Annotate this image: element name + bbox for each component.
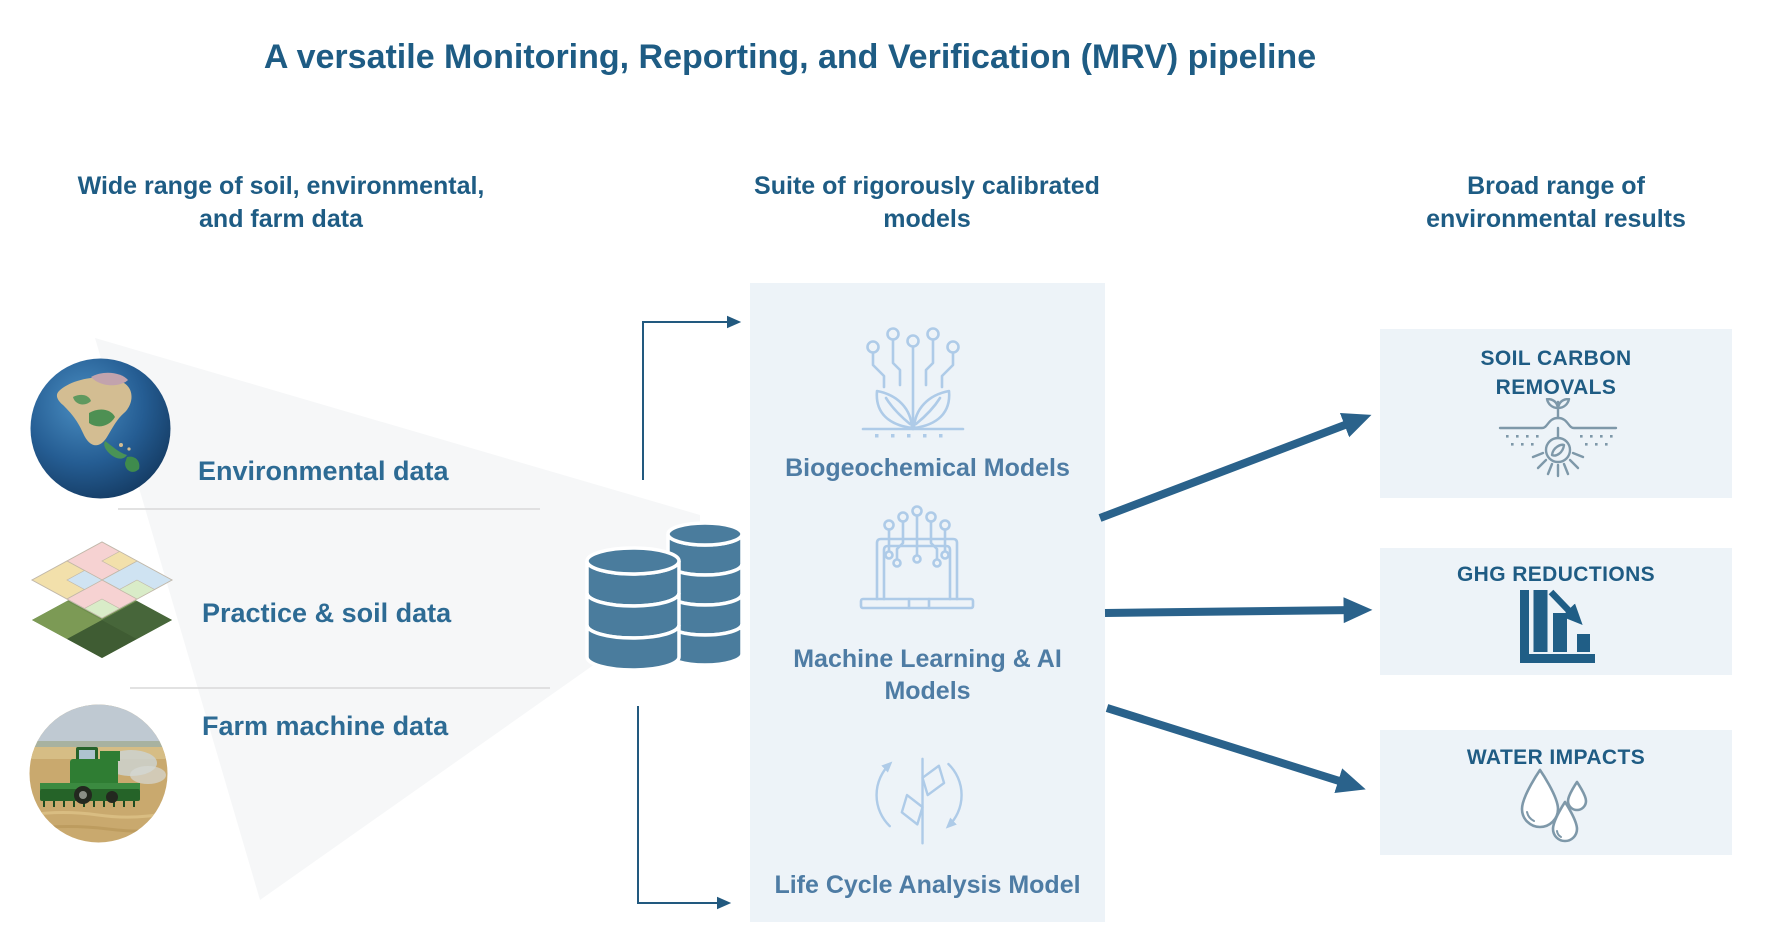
inputs-column-header: Wide range of soil, environmental, and f… <box>77 172 485 233</box>
water-droplets-icon <box>1520 768 1588 843</box>
cycle-leaf-icon <box>875 757 963 845</box>
model-item-label: Biogeochemical Models <box>785 454 1070 482</box>
result-item-label: SOIL CARBON REMOVALS <box>1480 347 1632 399</box>
earth-globe-icon <box>30 358 171 499</box>
combine-harvester-icon <box>29 704 168 843</box>
result-card-soil-carbon <box>1380 329 1732 498</box>
plant-circuit-icon <box>861 327 965 438</box>
result-item-label: GHG REDUCTIONS <box>1456 563 1656 586</box>
declining-bars-arrow-icon <box>1520 589 1595 663</box>
arrow-database-to-models-bottom <box>637 706 732 910</box>
arrow-models-to-soil-carbon <box>1098 412 1372 522</box>
models-column-header: Suite of rigorously calibrated models <box>754 172 1100 233</box>
model-item-label: Life Cycle Analysis Model <box>774 871 1081 899</box>
database-stack-icon <box>585 521 744 671</box>
result-card-ghg <box>1380 548 1732 675</box>
input-item-label: Practice & soil data <box>202 598 452 628</box>
result-item-label: WATER IMPACTS <box>1466 746 1646 769</box>
arrow-models-to-water <box>1105 704 1366 794</box>
arrow-database-to-models-top <box>642 315 742 480</box>
field-map-layers-icon <box>30 541 174 658</box>
page-title: A versatile Monitoring, Reporting, and V… <box>263 38 1317 76</box>
model-item-label: Machine Learning & AI Models <box>793 645 1062 705</box>
soil-seed-magnifier-icon <box>1498 398 1618 478</box>
input-item-label: Environmental data <box>198 456 449 486</box>
laptop-circuit-icon <box>859 505 975 610</box>
input-item-label: Farm machine data <box>202 711 449 741</box>
models-panel <box>750 283 1105 922</box>
arrow-models-to-ghg <box>1104 597 1373 624</box>
results-column-header: Broad range of environmental results <box>1426 172 1686 233</box>
